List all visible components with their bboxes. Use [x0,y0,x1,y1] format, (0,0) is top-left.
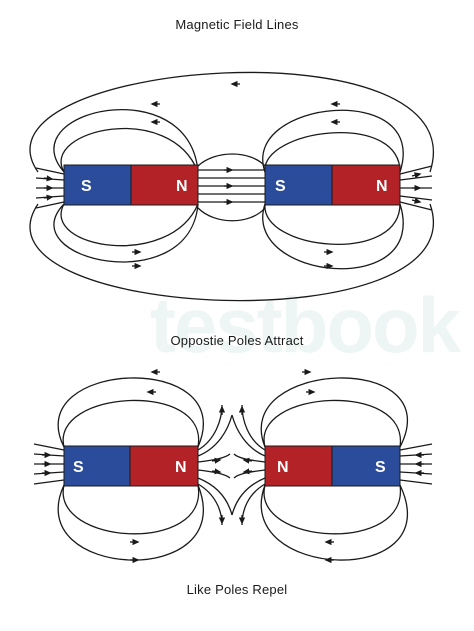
pole-label: S [73,459,84,476]
north-pole [331,164,401,206]
pole-label: S [375,459,386,476]
repel-arrowheads [42,368,424,564]
north-pole [264,445,333,487]
north-pole [129,445,199,487]
pole-label: N [176,178,188,195]
attract-arrowheads [43,80,422,270]
diagram-title: Magnetic Field Lines [175,17,299,32]
attract-magnet-right: S N [264,164,401,206]
south-pole [63,445,131,487]
repel-caption: Like Poles Repel [186,582,288,597]
repel-magnet-right: N S [264,445,401,487]
attract-caption: Oppostie Poles Attract [170,333,304,348]
south-pole [63,164,132,206]
pole-label: S [275,178,286,195]
pole-label: N [175,459,187,476]
north-pole [130,164,199,206]
pole-label: S [81,178,92,195]
pole-label: N [277,459,289,476]
watermark: testbook [150,281,461,369]
repel-magnet-left: S N [63,445,199,487]
repel-field-lines [33,377,433,561]
south-pole [331,445,401,487]
south-pole [264,164,333,206]
attract-magnet-left: S N [63,164,199,206]
pole-label: N [376,178,388,195]
